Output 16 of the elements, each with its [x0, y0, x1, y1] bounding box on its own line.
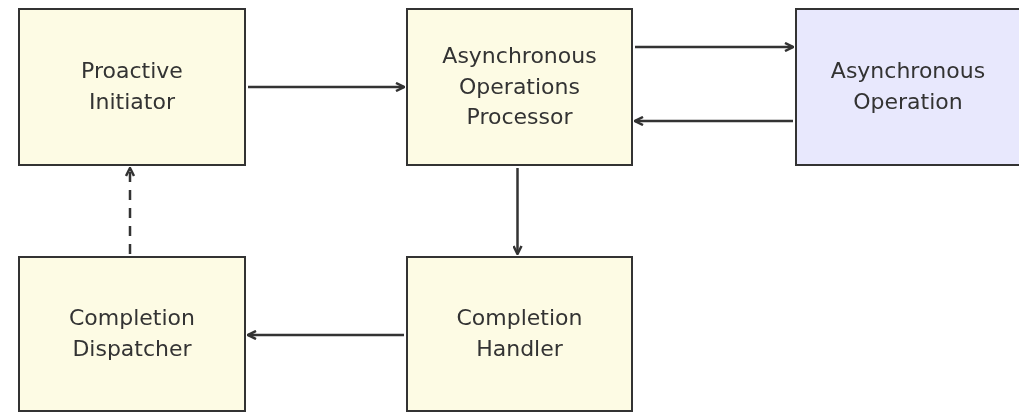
process-box [406, 8, 633, 166]
arrow [246, 329, 404, 341]
node-label: Completion Dispatcher [68, 304, 196, 363]
process-box [18, 256, 246, 412]
arrow [512, 168, 523, 256]
node-label: Completion Handler [455, 304, 584, 363]
arrow [248, 81, 406, 93]
node-label: Asynchronous Operation [829, 57, 987, 116]
node-label: Asynchronous Operations Processor [441, 41, 598, 132]
arrow [124, 166, 136, 254]
node-label: Proactive Initiator [80, 57, 184, 116]
process-box [406, 256, 633, 412]
process-box [18, 8, 246, 166]
arrow [633, 115, 793, 127]
arrow [635, 41, 795, 53]
process-box [795, 8, 1019, 166]
